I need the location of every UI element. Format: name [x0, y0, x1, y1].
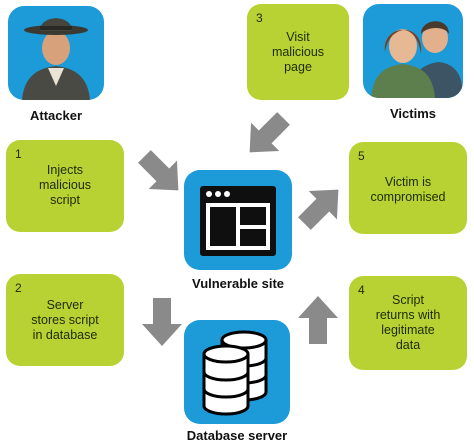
arrow-database-to-site — [298, 296, 338, 344]
attacker-icon — [22, 18, 90, 100]
database-server-tile — [184, 320, 290, 424]
step-3-text: Visit malicious page — [271, 30, 325, 74]
step-2-box: 2 Server stores script in database — [6, 274, 124, 366]
step-1-text: Injects malicious script — [38, 163, 92, 207]
victims-icon — [371, 21, 463, 98]
attacker-tile — [8, 6, 104, 100]
vulnerable-site-tile — [184, 170, 292, 270]
step-5-number: 5 — [358, 149, 365, 163]
database-icon — [202, 330, 268, 416]
step-2-number: 2 — [15, 281, 22, 295]
step-3-box: 3 Visit malicious page — [247, 4, 349, 100]
step-3-number: 3 — [256, 11, 263, 25]
step-5-box: 5 Victim is compromised — [349, 142, 467, 234]
step-2-text: Server stores script in database — [31, 298, 99, 342]
arrow-site-to-victim — [298, 189, 339, 230]
step-1-box: 1 Injects malicious script — [6, 140, 124, 232]
victims-label: Victims — [389, 106, 436, 121]
arrow-visit-to-site — [249, 112, 290, 153]
step-4-text: Script returns with legitimate data — [375, 293, 441, 352]
arrow-site-to-database — [142, 298, 182, 346]
browser-window-icon — [200, 186, 276, 256]
step-4-box: 4 Script returns with legitimate data — [349, 276, 467, 370]
step-5-text: Victim is compromised — [370, 175, 446, 204]
victims-tile — [363, 4, 463, 98]
vulnerable-site-label: Vulnerable site — [192, 276, 284, 291]
step-4-number: 4 — [358, 283, 365, 297]
database-server-label: Database server — [186, 428, 288, 443]
step-1-number: 1 — [15, 147, 22, 161]
arrow-attacker-to-site — [138, 150, 179, 191]
attacker-label: Attacker — [29, 108, 83, 123]
